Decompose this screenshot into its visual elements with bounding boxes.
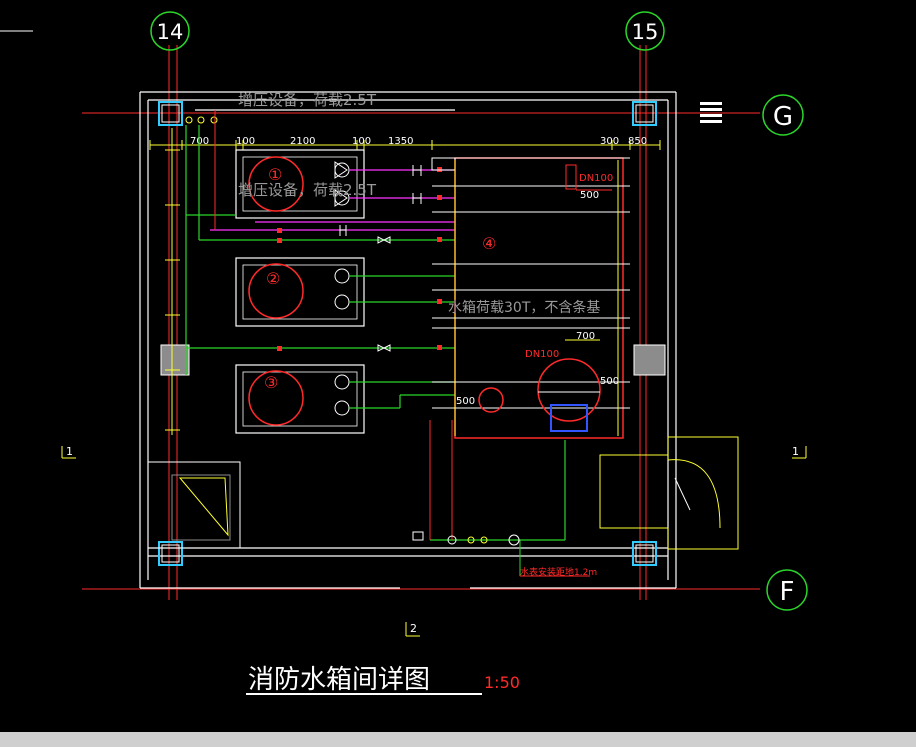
axis-bubble-f[interactable]: F <box>766 569 808 611</box>
booster-label-mid: 增压设备，荷载2.5T <box>238 181 377 199</box>
grid-lines <box>82 45 760 600</box>
dim-500-c: 500 <box>600 376 619 387</box>
structural-columns <box>158 101 657 566</box>
pump-number-3: ③ <box>264 373 278 392</box>
meter-line <box>412 531 590 577</box>
pump-number-2: ② <box>266 269 280 288</box>
drawing-scale: 1:50 <box>484 673 520 692</box>
dim-1350: 1350 <box>388 136 413 147</box>
axis-bubble-g[interactable]: G <box>762 94 804 136</box>
dim-100-right: 100 <box>352 136 371 147</box>
section-marker-right[interactable] <box>792 446 807 459</box>
valve-symbols <box>339 165 422 352</box>
section-label-right: 1 <box>792 445 799 458</box>
pump-number-1: ① <box>268 165 282 184</box>
section-marker-left[interactable] <box>61 446 76 459</box>
tank-number: ④ <box>482 234 496 253</box>
dim-500-b: 500 <box>456 396 475 407</box>
dim-300: 300 <box>600 136 619 147</box>
wall-opening-right <box>633 344 666 376</box>
top-valve-markers <box>185 116 218 124</box>
axis-label-f: F <box>780 577 795 607</box>
dim-2100: 2100 <box>290 136 315 147</box>
tank-load-label: 水箱荷载30T，不含条基 <box>448 299 600 316</box>
dim-500-a: 500 <box>580 190 599 201</box>
wall-tag-right <box>700 102 722 123</box>
booster-label-top: 增压设备，荷载2.5T <box>238 91 377 109</box>
axis-bubble-14[interactable]: 14 <box>150 11 190 51</box>
door-right[interactable] <box>599 436 739 550</box>
dim-850: 850 <box>628 136 647 147</box>
axis-label-14: 14 <box>157 20 184 44</box>
dim-100-left: 100 <box>236 136 255 147</box>
axis-label-15: 15 <box>632 20 659 44</box>
pump-set-3[interactable]: ③ <box>235 364 365 434</box>
drawing-title: 消防水箱间详图 <box>248 665 430 695</box>
manhole-detail <box>478 339 601 432</box>
axis-bubble-15[interactable]: 15 <box>625 11 665 51</box>
meter-install-note: 水表安装距地1.2m <box>520 566 597 578</box>
green-pipes <box>185 125 566 541</box>
status-bar <box>0 732 916 747</box>
column-cores <box>161 104 654 563</box>
vent-size-label: DN100 <box>525 349 559 360</box>
magenta-pipes <box>210 169 455 231</box>
water-tank[interactable]: ④ <box>431 157 630 439</box>
pump-set-2[interactable]: ② <box>235 257 365 327</box>
shaft-left <box>147 461 241 549</box>
axis-label-g: G <box>773 102 793 132</box>
overflow-size-label: DN100 <box>579 173 613 184</box>
left-dimension-chain <box>165 128 180 435</box>
dim-700-b: 700 <box>576 331 595 342</box>
red-branch-pipes <box>214 110 453 540</box>
pump-set-1[interactable]: ① <box>235 149 365 219</box>
section-label-left: 1 <box>66 445 73 458</box>
section-marker-bottom[interactable] <box>405 622 420 637</box>
section-label-bottom: 2 <box>410 622 417 635</box>
overflow-pipe-detail <box>565 164 612 191</box>
top-dimension-chain <box>149 140 661 150</box>
